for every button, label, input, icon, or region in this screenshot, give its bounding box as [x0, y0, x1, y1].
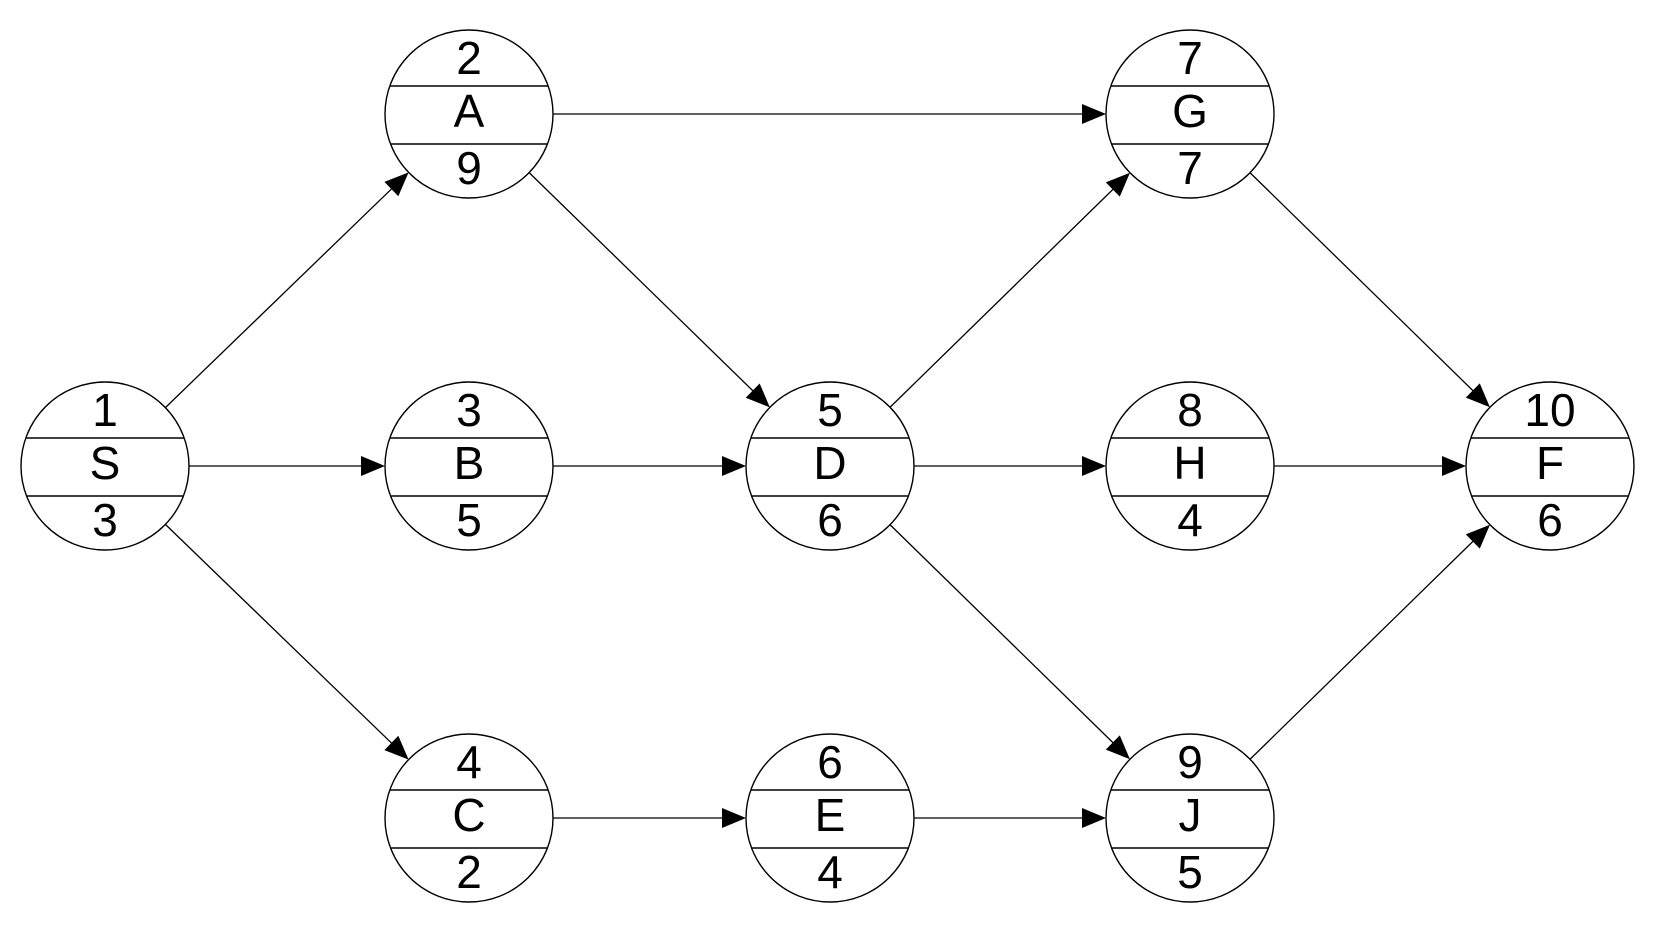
arrowhead-icon [722, 456, 746, 476]
node-top-value: 7 [1177, 32, 1203, 84]
node-bottom-value: 4 [1177, 494, 1203, 546]
edge-g-f [1249, 172, 1490, 408]
node-a: 2A9 [384, 29, 554, 199]
node-label: F [1536, 437, 1564, 489]
node-j: 9J5 [1105, 733, 1275, 903]
node-label: C [452, 789, 485, 841]
edge-line [528, 172, 755, 393]
node-label: E [815, 789, 846, 841]
arrowhead-icon [1465, 524, 1490, 549]
edge-s-c [164, 523, 409, 760]
node-circle [1465, 381, 1635, 551]
node-label: H [1173, 437, 1206, 489]
node-top-value: 2 [456, 32, 482, 84]
edge-a-g [553, 104, 1106, 124]
node-bottom-value: 2 [456, 846, 482, 898]
node-label: D [813, 437, 846, 489]
node-bottom-value: 6 [1537, 494, 1563, 546]
edge-line [889, 524, 1115, 745]
node-circle [745, 733, 915, 903]
arrowhead-icon [1082, 456, 1106, 476]
arrowhead-icon [745, 383, 770, 408]
node-top-value: 10 [1524, 384, 1575, 436]
node-bottom-value: 6 [817, 494, 843, 546]
node-top-value: 1 [92, 384, 118, 436]
node-label: G [1172, 85, 1208, 137]
node-c: 4C2 [384, 733, 554, 903]
node-top-value: 3 [456, 384, 482, 436]
edges-layer [164, 104, 1490, 828]
edge-j-f [1249, 524, 1490, 760]
node-h: 8H4 [1105, 381, 1275, 551]
edge-line [889, 187, 1115, 408]
node-bottom-value: 9 [456, 142, 482, 194]
arrowhead-icon [1082, 104, 1106, 124]
node-bottom-value: 4 [817, 846, 843, 898]
edge-line [164, 187, 394, 409]
node-top-value: 4 [456, 736, 482, 788]
arrowhead-icon [384, 172, 409, 197]
edge-d-j [889, 524, 1130, 760]
node-s: 1S3 [20, 381, 190, 551]
edge-line [1249, 172, 1475, 393]
node-top-value: 6 [817, 736, 843, 788]
node-e: 6E4 [745, 733, 915, 903]
arrowhead-icon [1105, 172, 1130, 197]
edge-s-a [164, 172, 409, 409]
edge-a-d [528, 172, 770, 408]
arrowhead-icon [384, 735, 409, 760]
arrowhead-icon [1442, 456, 1466, 476]
edge-line [1249, 539, 1475, 760]
node-bottom-value: 5 [456, 494, 482, 546]
node-circle [1105, 381, 1275, 551]
node-top-value: 9 [1177, 736, 1203, 788]
edge-d-g [889, 172, 1130, 408]
node-circle [384, 733, 554, 903]
arrowhead-icon [361, 456, 385, 476]
arrowhead-icon [722, 808, 746, 828]
edge-b-d [553, 456, 746, 476]
edge-d-h [914, 456, 1106, 476]
node-top-value: 8 [1177, 384, 1203, 436]
node-circle [745, 381, 915, 551]
node-label: B [454, 437, 485, 489]
node-circle [384, 29, 554, 199]
node-top-value: 5 [817, 384, 843, 436]
node-bottom-value: 5 [1177, 846, 1203, 898]
edge-line [164, 523, 394, 745]
node-label: J [1179, 789, 1202, 841]
node-circle [1105, 733, 1275, 903]
node-g: 7G7 [1105, 29, 1275, 199]
node-circle [384, 381, 554, 551]
node-label: S [90, 437, 121, 489]
node-d: 5D6 [745, 381, 915, 551]
arrowhead-icon [1105, 735, 1130, 760]
node-b: 3B5 [384, 381, 554, 551]
node-bottom-value: 3 [92, 494, 118, 546]
node-bottom-value: 7 [1177, 142, 1203, 194]
node-circle [20, 381, 190, 551]
arrowhead-icon [1465, 383, 1490, 408]
edge-c-e [553, 808, 746, 828]
arrowhead-icon [1082, 808, 1106, 828]
node-circle [1105, 29, 1275, 199]
edge-h-f [1274, 456, 1466, 476]
edge-e-j [914, 808, 1106, 828]
edge-s-b [189, 456, 385, 476]
node-label: A [454, 85, 485, 137]
